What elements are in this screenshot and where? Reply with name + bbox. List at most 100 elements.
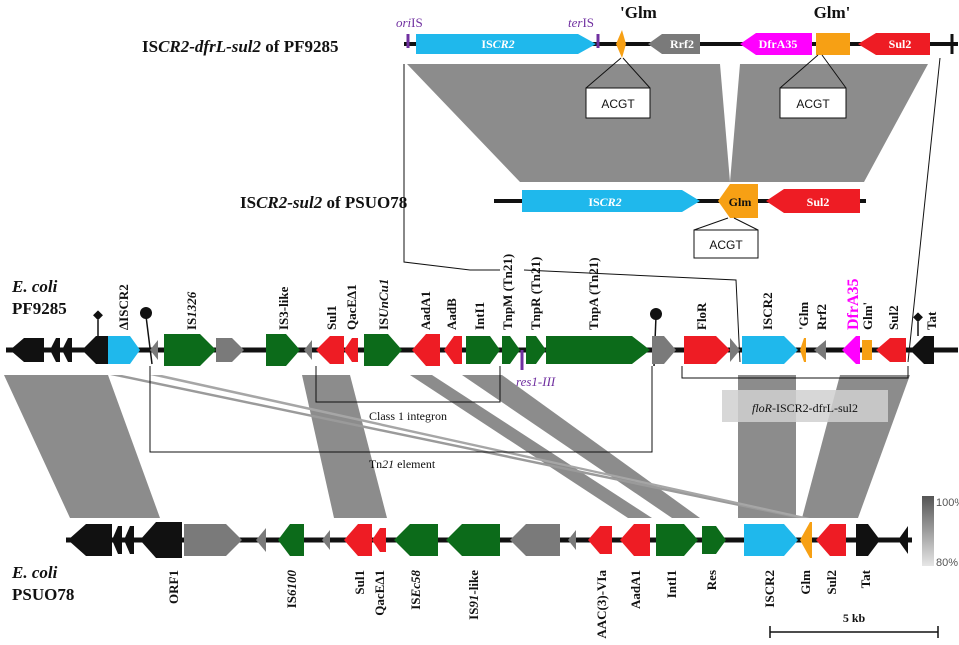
identity-high-label: 100% bbox=[936, 497, 959, 509]
pf-gene-intl1 bbox=[466, 336, 500, 364]
shade-cross-band-2 bbox=[150, 375, 810, 518]
ps-gene-iscr2 bbox=[744, 524, 798, 556]
pf-gene-black-3 bbox=[62, 338, 72, 362]
pf-lbl-d-iscr2: ΔISCR2 bbox=[116, 284, 131, 330]
pf-gene-tat bbox=[910, 336, 934, 364]
pf-lbl-qace: QacEΔ1 bbox=[344, 284, 359, 330]
flor-cluster-bracket bbox=[681, 366, 909, 379]
acgt-right-text: ACGT bbox=[796, 97, 830, 111]
pf-lbl-aadb: AadB bbox=[444, 298, 459, 330]
mid-iscr2-label: ISCR2 bbox=[588, 195, 621, 209]
ps-gene-black-1 bbox=[68, 524, 112, 556]
pf-gene-grey-2 bbox=[216, 338, 244, 362]
ps-gene-grey-1 bbox=[184, 524, 242, 556]
top-sul2-gene bbox=[858, 33, 930, 55]
mid-acgt-box bbox=[693, 229, 759, 259]
ps-lbl-isec58: ISEc58 bbox=[408, 570, 423, 610]
ps-gene-grey-5 bbox=[568, 530, 576, 550]
flor-cluster-label-bg bbox=[722, 390, 888, 422]
pf-gene-sul1 bbox=[316, 336, 344, 364]
pf-lbl-tnpm: TnpM (Tn21) bbox=[500, 254, 515, 330]
pf9285-track: E. coli PF9285 res1-III bbox=[6, 254, 958, 471]
ps-gene-sul2 bbox=[816, 524, 846, 556]
homology-shading bbox=[4, 64, 928, 518]
ps-gene-res bbox=[702, 526, 726, 554]
pf-gene-tnpa bbox=[546, 336, 650, 364]
top-rrf2-label: Rrf2 bbox=[670, 37, 694, 51]
middle-segment: ISCR2-sul2 of PSUO78 ISCR2 Glm Sul2 ACGT bbox=[240, 184, 866, 259]
psuo78-track: E. coli PSUO78 ORF1 IS6100 Sul1 QacEΔ1 I… bbox=[11, 522, 912, 639]
ps-lbl-qace: QacEΔ1 bbox=[372, 570, 387, 616]
pf-gene-glm2 bbox=[862, 340, 872, 360]
mid-sul2-label: Sul2 bbox=[807, 195, 830, 209]
ps-lbl-sul2: Sul2 bbox=[824, 570, 839, 595]
ps-lbl-aada1: AadA1 bbox=[628, 570, 643, 609]
ps-lbl-res: Res bbox=[704, 570, 719, 590]
pf-lbl-intl1: IntI1 bbox=[472, 302, 487, 330]
pf-lbl-sul1: Sul1 bbox=[324, 305, 339, 330]
pf-lbl-isuncu1: ISUnCu1 bbox=[376, 279, 391, 330]
identity-gradient-bar bbox=[922, 496, 934, 566]
mid-acgt-text: ACGT bbox=[709, 238, 743, 252]
connector-center bbox=[523, 269, 741, 363]
scale-bar-label: 5 kb bbox=[843, 611, 866, 625]
pf-gene-sul2 bbox=[876, 338, 906, 362]
pf-gene-tnpr bbox=[526, 336, 546, 364]
pf-diamond-1 bbox=[93, 310, 103, 321]
pf-gene-iscr2-partial bbox=[108, 336, 140, 364]
ps-gene-tat bbox=[856, 524, 880, 556]
top-glm-left-gene bbox=[616, 30, 626, 58]
identity-legend: 100% 80% bbox=[922, 496, 959, 569]
ps-gene-is91like bbox=[446, 524, 500, 556]
top-dfra35-label: DfrA35 bbox=[759, 37, 798, 51]
flor-cluster-label: floR-ISCR2-dfrL-sul2 bbox=[752, 401, 858, 415]
ps-gene-black-3 bbox=[124, 526, 134, 554]
ps-gene-grey-4 bbox=[510, 524, 560, 556]
pf-lbl-aada1: AadA1 bbox=[418, 291, 433, 330]
ps-gene-aac3 bbox=[588, 526, 612, 554]
ps-lbl-iscr2: ISCR2 bbox=[762, 570, 777, 608]
shade-cross-band-1 bbox=[110, 375, 808, 518]
pf-lollipop-1 bbox=[140, 307, 152, 319]
mid-glm-gene bbox=[718, 184, 758, 218]
acgt-box-right bbox=[779, 87, 847, 119]
ps-gene-orf1 bbox=[140, 522, 182, 558]
ps-gene-isec58 bbox=[394, 524, 438, 556]
acgt-left-text: ACGT bbox=[601, 97, 635, 111]
shade-integron-band bbox=[410, 375, 652, 518]
acgt-left-pointer-a bbox=[585, 57, 622, 89]
ps-lbl-intl1: IntI1 bbox=[664, 570, 679, 598]
ps-gene-grey-2 bbox=[256, 528, 266, 552]
shade-left-block bbox=[4, 375, 160, 518]
top-glm-right-gene bbox=[816, 33, 850, 55]
shade-top-right bbox=[730, 64, 928, 182]
identity-low-label: 80% bbox=[936, 557, 958, 569]
pf-lollipop-2 bbox=[650, 308, 662, 320]
shade-top-left bbox=[407, 64, 730, 182]
top-glm-left-label: 'Glm bbox=[620, 3, 657, 22]
connector-right bbox=[907, 57, 941, 363]
pf-gene-aadb bbox=[444, 336, 462, 364]
pf-gene-dfra35 bbox=[842, 336, 860, 364]
shade-sul1-block bbox=[302, 375, 387, 518]
pf-gene-black-1 bbox=[10, 338, 44, 362]
pf-gene-rrf2 bbox=[814, 340, 826, 360]
top-iscr2-gene bbox=[416, 34, 596, 54]
integron-bracket bbox=[315, 366, 501, 403]
pf-gene-black-4 bbox=[82, 336, 108, 364]
ps-lbl-glm: Glm bbox=[798, 570, 813, 595]
pf-lbl-tnpr: TnpR (Tn21) bbox=[528, 257, 543, 330]
acgt-right-pointer-a bbox=[779, 54, 819, 89]
ps-gene-aada1 bbox=[620, 524, 650, 556]
tn21-label: Tn21 element bbox=[369, 457, 436, 471]
pf-lbl-rrf2: Rrf2 bbox=[814, 304, 829, 330]
pf-lbl-sul2: Sul2 bbox=[886, 305, 901, 330]
mid-acgt-pointer-b bbox=[733, 217, 759, 231]
ps-lbl-is91like: IS91-like bbox=[466, 570, 481, 620]
pf-lbl-dfra35: DfrA35 bbox=[845, 278, 862, 330]
ps-gene-glm bbox=[800, 522, 812, 558]
ps-lbl-tat: Tat bbox=[858, 569, 873, 588]
pf-gene-isuncu1 bbox=[364, 334, 402, 366]
pf-gene-black-2 bbox=[50, 338, 60, 362]
